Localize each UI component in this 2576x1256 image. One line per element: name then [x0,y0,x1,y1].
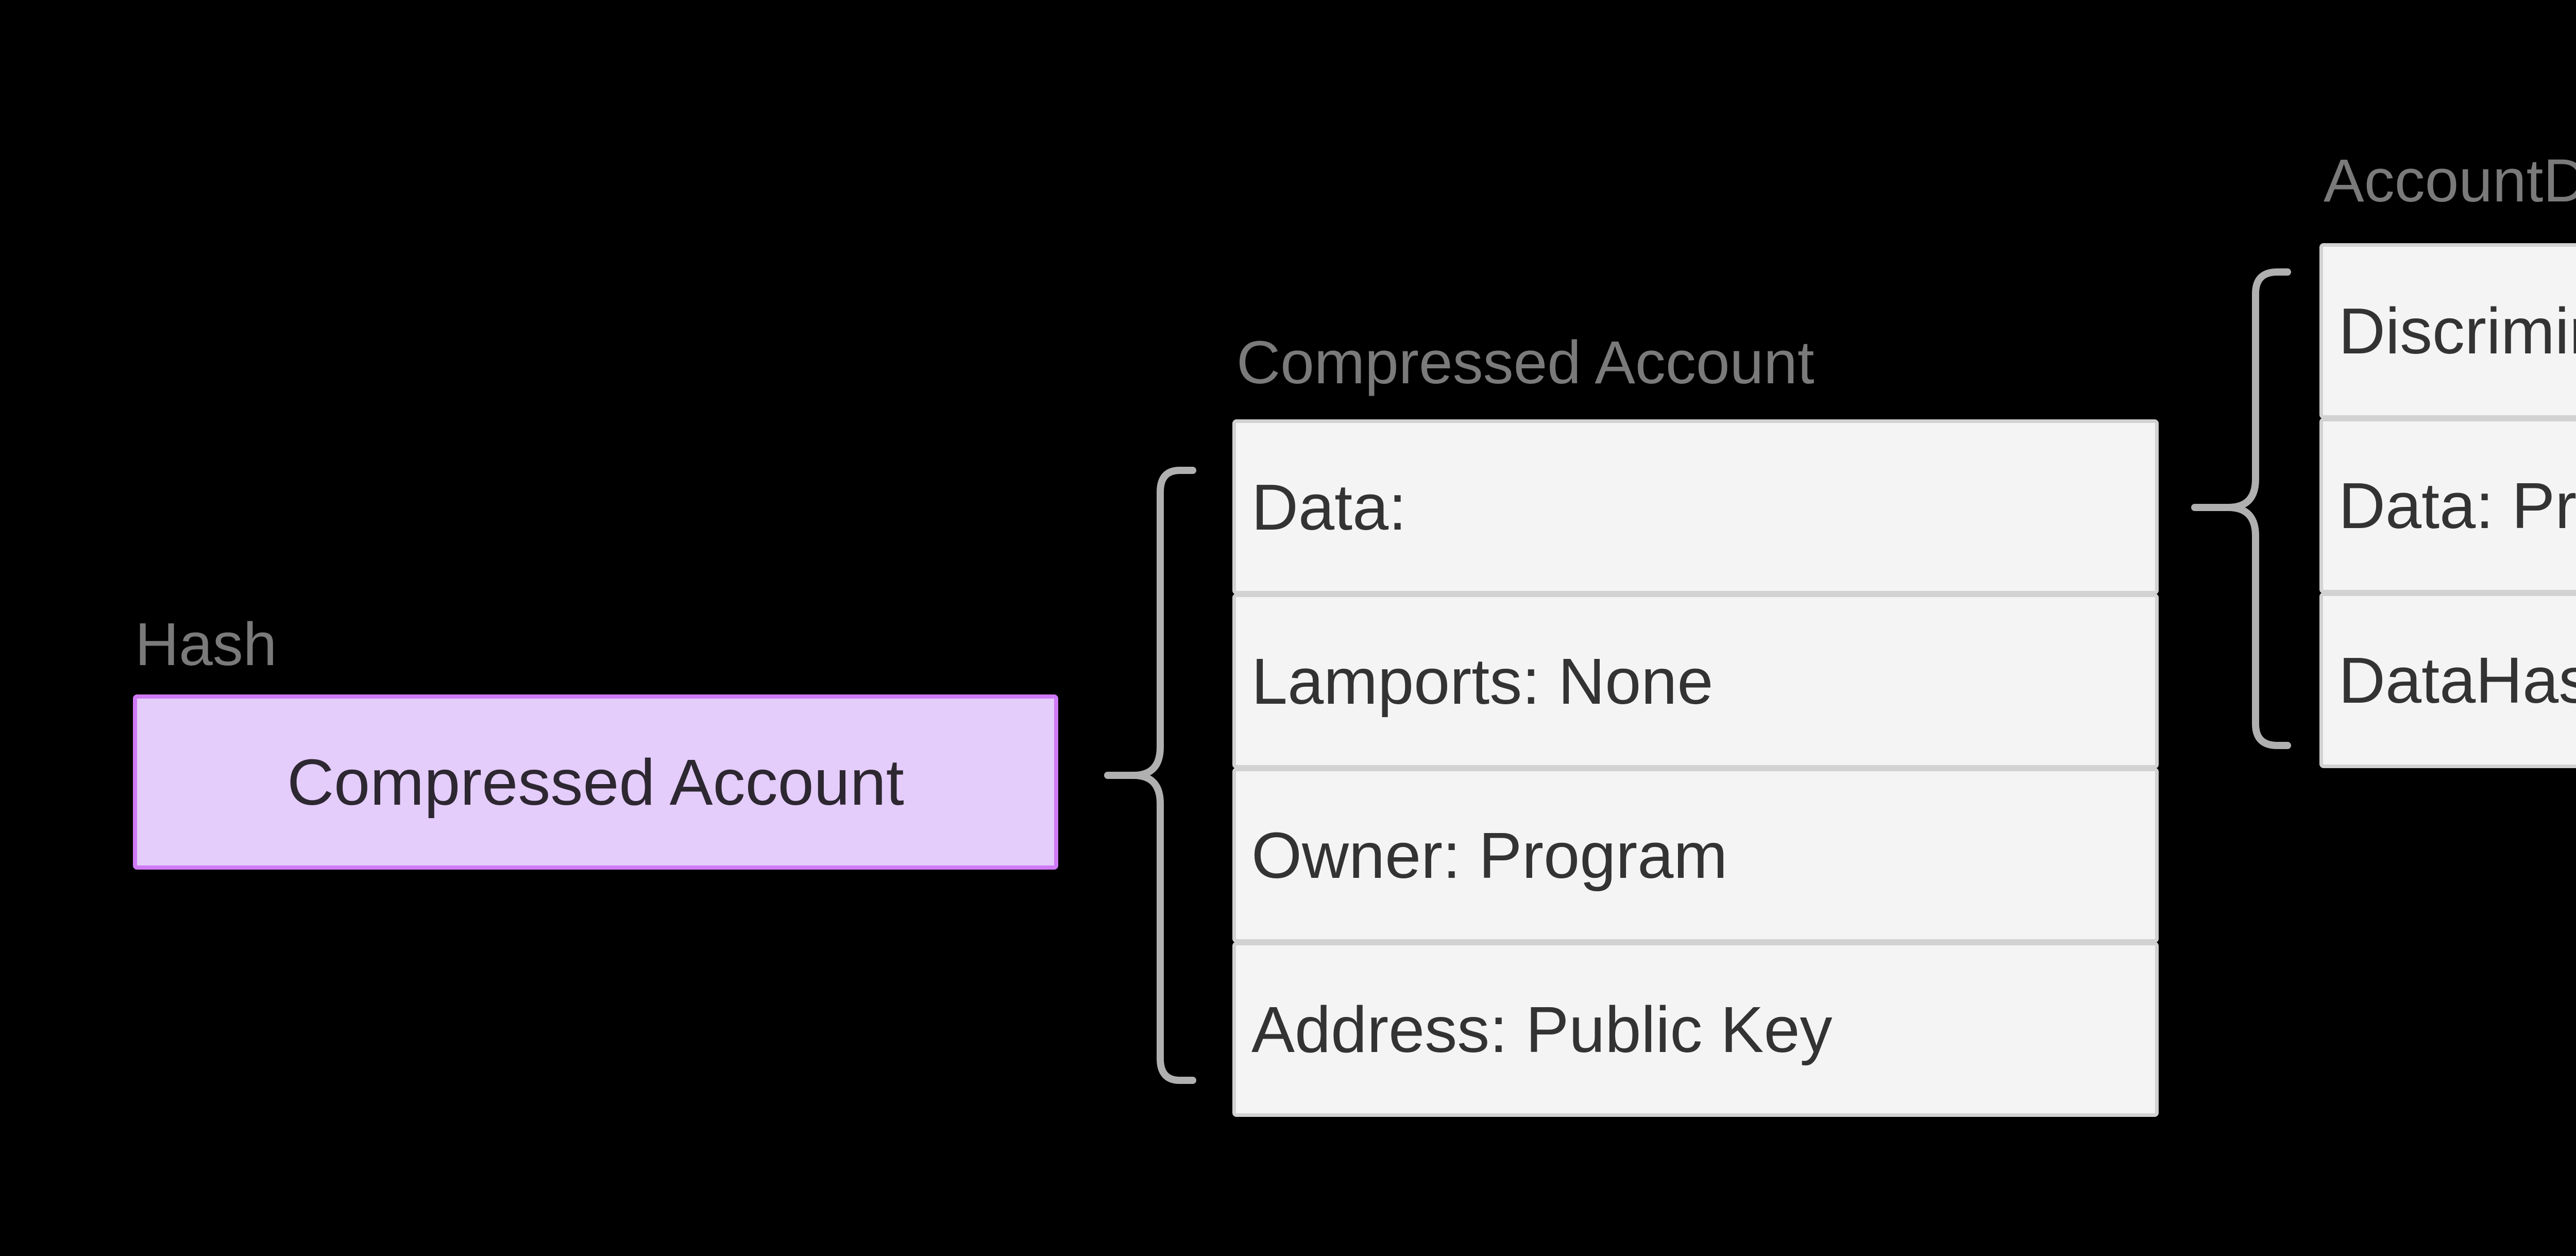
left-curly-brace-icon [1104,467,1196,1084]
hash-compressed-account-box: Compressed Account [133,694,1058,870]
field-address: Address: Public Key [1232,942,2159,1117]
hash-label: Hash [135,610,277,678]
compressed-account-table: Data: Lamports: None Owner: Program Addr… [1232,419,2159,1117]
hash-box-text: Compressed Account [287,745,904,819]
field-program-data: Data: Program Data’ [2319,418,2576,593]
right-curly-brace-icon [2191,268,2291,749]
field-owner: Owner: Program [1232,768,2159,943]
account-data-table: Discriminator: Bytes Data: Program Data’… [2319,243,2576,768]
field-data: Data: [1232,419,2159,595]
compressed-account-label: Compressed Account [1236,329,1815,397]
field-discriminator: Discriminator: Bytes [2319,243,2576,419]
field-datahash: DataHash: Bytes [2319,592,2576,768]
field-lamports: Lamports: None [1232,593,2159,769]
